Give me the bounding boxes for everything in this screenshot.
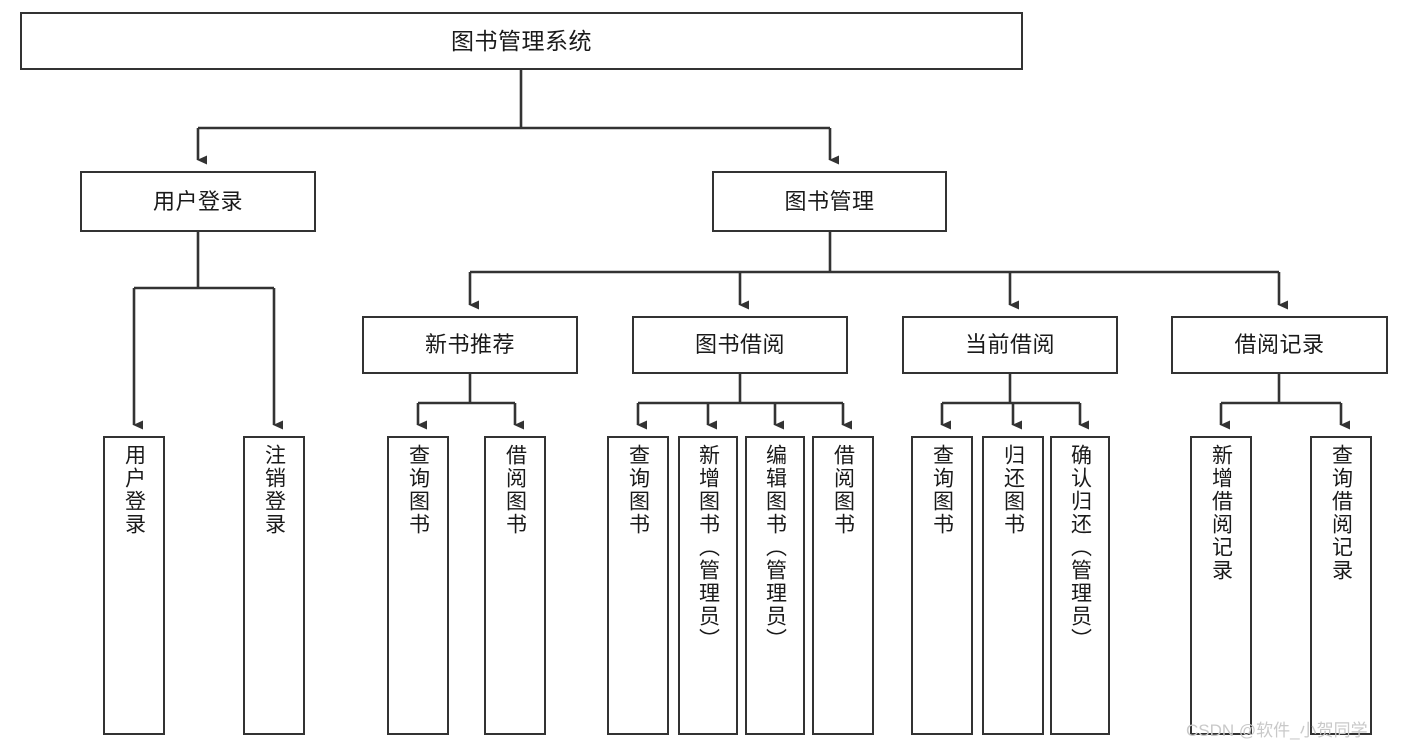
node-label: 编辑图书（管理员） bbox=[763, 444, 787, 651]
leaf-add-book-admin[interactable]: 新增图书（管理员） bbox=[678, 436, 738, 735]
node-current-borrowing[interactable]: 当前借阅 bbox=[902, 316, 1118, 374]
node-label: 新增图书（管理员） bbox=[696, 444, 720, 651]
node-root-system[interactable]: 图书管理系统 bbox=[20, 12, 1023, 70]
leaf-edit-book-admin[interactable]: 编辑图书（管理员） bbox=[745, 436, 805, 735]
leaf-query-book-recommend[interactable]: 查询图书 bbox=[387, 436, 449, 735]
node-label: 借阅图书 bbox=[831, 444, 855, 536]
leaf-borrow-book[interactable]: 借阅图书 bbox=[812, 436, 874, 735]
csdn-watermark: CSDN @软件_小贺同学 bbox=[1186, 721, 1368, 740]
leaf-borrow-book-recommend[interactable]: 借阅图书 bbox=[484, 436, 546, 735]
node-new-book-recommendation[interactable]: 新书推荐 bbox=[362, 316, 578, 374]
node-label: 注销登录 bbox=[262, 444, 286, 536]
node-label: 图书借阅 bbox=[694, 332, 785, 358]
leaf-confirm-return-admin[interactable]: 确认归还（管理员） bbox=[1050, 436, 1110, 735]
node-label: 查询图书 bbox=[930, 444, 954, 536]
leaf-query-book-current[interactable]: 查询图书 bbox=[911, 436, 973, 735]
node-label: 图书管理 bbox=[784, 188, 875, 214]
node-label: 借阅图书 bbox=[503, 444, 527, 536]
node-label: 归还图书 bbox=[1001, 444, 1025, 536]
node-label: 新书推荐 bbox=[424, 332, 515, 358]
leaf-add-borrow-record[interactable]: 新增借阅记录 bbox=[1190, 436, 1252, 735]
node-label: 用户登录 bbox=[122, 444, 146, 536]
node-user-login[interactable]: 用户登录 bbox=[80, 171, 316, 232]
node-label: 图书管理系统 bbox=[451, 27, 592, 54]
node-label: 用户登录 bbox=[152, 188, 243, 214]
node-label: 借阅记录 bbox=[1234, 332, 1325, 358]
leaf-logout[interactable]: 注销登录 bbox=[243, 436, 305, 735]
node-borrowing-record[interactable]: 借阅记录 bbox=[1171, 316, 1388, 374]
leaf-query-borrow-record[interactable]: 查询借阅记录 bbox=[1310, 436, 1372, 735]
node-label: 查询图书 bbox=[406, 444, 430, 536]
leaf-query-book-borrow[interactable]: 查询图书 bbox=[607, 436, 669, 735]
node-label: 查询借阅记录 bbox=[1329, 444, 1353, 582]
node-label: 当前借阅 bbox=[964, 332, 1055, 358]
node-label: 确认归还（管理员） bbox=[1068, 444, 1092, 651]
node-book-management[interactable]: 图书管理 bbox=[712, 171, 947, 232]
node-label: 查询图书 bbox=[626, 444, 650, 536]
node-book-borrowing[interactable]: 图书借阅 bbox=[632, 316, 848, 374]
leaf-user-login[interactable]: 用户登录 bbox=[103, 436, 165, 735]
leaf-return-book[interactable]: 归还图书 bbox=[982, 436, 1044, 735]
node-label: 新增借阅记录 bbox=[1209, 444, 1233, 582]
